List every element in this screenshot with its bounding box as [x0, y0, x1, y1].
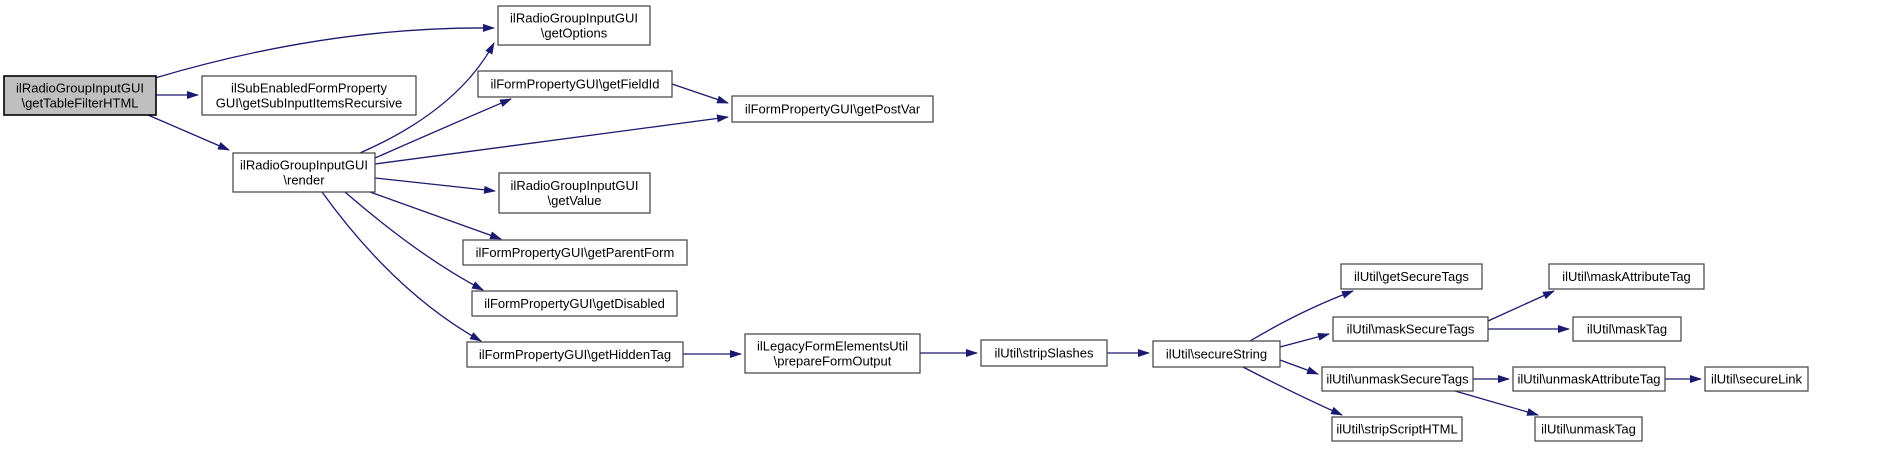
- node-box[interactable]: [1331, 416, 1463, 442]
- node-box[interactable]: [1572, 316, 1682, 342]
- node-label: ilUtil\getSecureTags: [1354, 269, 1469, 284]
- edge-secureString-to-unmaskSecureTags: [1279, 359, 1319, 375]
- node-box[interactable]: [731, 95, 934, 123]
- node-label: ilFormPropertyGUI\getFieldId: [490, 77, 659, 92]
- node-label: ilFormPropertyGUI\getParentForm: [476, 245, 675, 260]
- node-box[interactable]: [1152, 340, 1281, 368]
- edge-unmaskSecureTags-to-unmaskTag: [1454, 390, 1539, 416]
- graph-node-maskSecureTags[interactable]: ilUtil\maskSecureTags: [1332, 316, 1489, 342]
- edge-secureString-to-stripScriptHTML: [1242, 366, 1343, 416]
- node-box[interactable]: [477, 70, 673, 98]
- node-box[interactable]: [1340, 263, 1483, 290]
- edge-getTableFilterHTML-to-getOptions: [154, 23, 495, 79]
- graph-node-getOptions[interactable]: ilRadioGroupInputGUI\getOptions: [497, 5, 651, 46]
- node-label: ilFormPropertyGUI\getDisabled: [484, 296, 665, 311]
- node-label: ilRadioGroupInputGUI\getTableFilterHTML: [16, 81, 144, 111]
- graph-node-maskAttributeTag[interactable]: ilUtil\maskAttributeTag: [1548, 263, 1705, 290]
- edge-render-to-getPostVar: [374, 114, 729, 165]
- node-label: ilRadioGroupInputGUI\render: [240, 158, 368, 188]
- node-label: ilLegacyFormElementsUtil\prepareFormOutp…: [757, 339, 908, 369]
- edge-secureString-to-getSecureTags: [1249, 290, 1354, 342]
- edge-secureString-to-maskSecureTags: [1279, 332, 1330, 348]
- graph-node-getValue[interactable]: ilRadioGroupInputGUI\getValue: [498, 172, 651, 214]
- graph-node-getFieldId[interactable]: ilFormPropertyGUI\getFieldId: [477, 70, 673, 98]
- graph-node-unmaskAttributeTag[interactable]: ilUtil\unmaskAttributeTag: [1512, 366, 1666, 392]
- node-box[interactable]: [1534, 416, 1643, 442]
- edge-render-to-getHiddenTag: [321, 191, 482, 342]
- graph-node-stripScriptHTML[interactable]: ilUtil\stripScriptHTML: [1331, 416, 1463, 442]
- node-label: ilFormPropertyGUI\getPostVar: [745, 102, 921, 117]
- node-box[interactable]: [1548, 263, 1705, 290]
- node-box[interactable]: [1704, 366, 1809, 392]
- graph-node-getSecureTags[interactable]: ilUtil\getSecureTags: [1340, 263, 1483, 290]
- edge-render-to-getOptions: [359, 42, 495, 154]
- node-label: ilRadioGroupInputGUI\getOptions: [510, 11, 638, 41]
- node-box[interactable]: [201, 75, 417, 116]
- graph-node-unmaskSecureTags[interactable]: ilUtil\unmaskSecureTags: [1321, 366, 1474, 392]
- graph-node-stripSlashes[interactable]: ilUtil\stripSlashes: [980, 339, 1108, 367]
- node-box[interactable]: [232, 152, 376, 193]
- node-label: ilFormPropertyGUI\getHiddenTag: [479, 347, 671, 362]
- edge-getTableFilterHTML-to-render: [147, 114, 230, 151]
- node-label: ilUtil\unmaskTag: [1541, 422, 1636, 437]
- node-box[interactable]: [498, 172, 651, 214]
- node-label: ilUtil\maskTag: [1587, 322, 1667, 337]
- node-label: ilRadioGroupInputGUI\getValue: [511, 178, 639, 208]
- edge-render-to-getFieldId: [374, 98, 512, 159]
- graph-node-prepareFormOutput[interactable]: ilLegacyFormElementsUtil\prepareFormOutp…: [744, 333, 921, 374]
- node-box[interactable]: [1512, 366, 1666, 392]
- graph-node-maskTag[interactable]: ilUtil\maskTag: [1572, 316, 1682, 342]
- graph-node-getPostVar[interactable]: ilFormPropertyGUI\getPostVar: [731, 95, 934, 123]
- graph-node-getParentForm[interactable]: ilFormPropertyGUI\getParentForm: [462, 239, 688, 266]
- node-label: ilUtil\secureString: [1166, 347, 1267, 362]
- node-label: ilUtil\maskAttributeTag: [1562, 269, 1691, 284]
- node-box[interactable]: [1332, 316, 1489, 342]
- node-box[interactable]: [980, 339, 1108, 367]
- graph-node-unmaskTag[interactable]: ilUtil\unmaskTag: [1534, 416, 1643, 442]
- node-label: ilUtil\maskSecureTags: [1347, 322, 1475, 337]
- edge-maskSecureTags-to-maskAttributeTag: [1487, 290, 1555, 322]
- node-box[interactable]: [471, 290, 678, 317]
- node-label: ilUtil\unmaskAttributeTag: [1517, 372, 1660, 387]
- node-label: ilUtil\unmaskSecureTags: [1326, 372, 1469, 387]
- graph-node-secureString[interactable]: ilUtil\secureString: [1152, 340, 1281, 368]
- graph-node-render[interactable]: ilRadioGroupInputGUI\render: [232, 152, 376, 193]
- node-box[interactable]: [497, 5, 651, 46]
- graph-node-getHiddenTag[interactable]: ilFormPropertyGUI\getHiddenTag: [466, 341, 684, 368]
- edge-render-to-getValue: [374, 177, 496, 194]
- edge-render-to-getParentForm: [369, 191, 502, 240]
- node-label: ilUtil\stripScriptHTML: [1336, 422, 1457, 437]
- node-label: ilUtil\secureLink: [1711, 372, 1803, 387]
- node-box[interactable]: [744, 333, 921, 374]
- graph-node-getDisabled[interactable]: ilFormPropertyGUI\getDisabled: [471, 290, 678, 317]
- node-box[interactable]: [1321, 366, 1474, 392]
- graph-node-secureLink[interactable]: ilUtil\secureLink: [1704, 366, 1809, 392]
- graph-node-getTableFilterHTML[interactable]: ilRadioGroupInputGUI\getTableFilterHTML: [3, 75, 157, 116]
- node-label: ilUtil\stripSlashes: [995, 346, 1094, 361]
- node-box[interactable]: [3, 75, 157, 116]
- edge-render-to-getDisabled: [344, 191, 484, 291]
- edge-getFieldId-to-getPostVar: [671, 83, 729, 104]
- node-box[interactable]: [462, 239, 688, 266]
- node-box[interactable]: [466, 341, 684, 368]
